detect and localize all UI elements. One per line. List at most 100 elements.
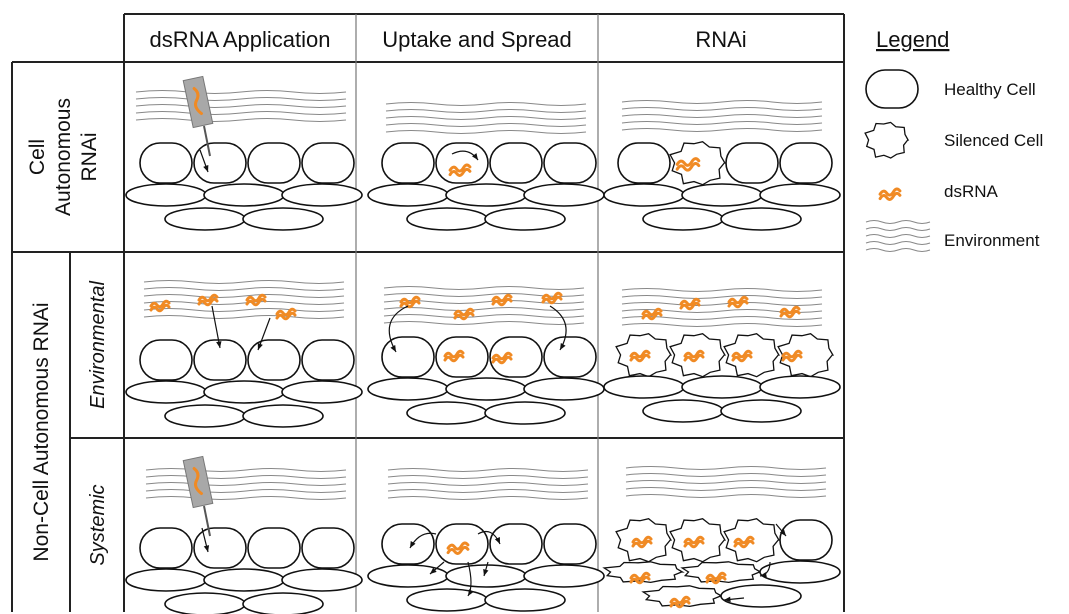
environment-line (625, 487, 827, 491)
legend-label-healthy-cell: Healthy Cell (944, 80, 1036, 99)
dsrna-molecule (399, 295, 421, 309)
tissue-cell (367, 377, 449, 401)
dsrna-strand (631, 535, 653, 545)
healthy-cell-icon (865, 69, 919, 109)
dsrna-strand (453, 311, 475, 321)
tissue-cell (642, 207, 724, 231)
arrow (388, 305, 409, 353)
arrow (257, 317, 271, 351)
tissue-cell (203, 183, 285, 207)
healthy-cell (435, 142, 489, 184)
dsrna-molecule (731, 349, 753, 363)
silenced-cell (723, 332, 781, 378)
arrow-head (203, 165, 209, 172)
dsrna-molecule (491, 351, 513, 365)
dsrna-strand (631, 539, 653, 549)
panel-environmental-application (125, 280, 363, 428)
tissue-cell (759, 183, 841, 207)
dsrna-strand (731, 349, 753, 359)
arrow (723, 596, 745, 603)
arrow-head (468, 589, 474, 596)
environment-lines (385, 102, 587, 134)
dsrna-molecule (679, 297, 701, 311)
tissue-cell (484, 207, 566, 231)
dsrna-strand (727, 295, 749, 305)
healthy-cell (779, 142, 833, 184)
environment-line (621, 114, 823, 118)
arrow-head (494, 537, 500, 544)
arrow (775, 523, 787, 537)
dsrna-strand (491, 293, 513, 303)
tissue-cell (203, 568, 285, 592)
dsrna-molecule (781, 349, 803, 363)
dsrna-molecule (245, 293, 267, 307)
legend-label-environment: Environment (944, 231, 1040, 250)
dsrna-strand (275, 307, 297, 317)
column-header-dsrna-application: dsRNA Application (150, 27, 331, 52)
arrow (451, 150, 479, 161)
healthy-cell (381, 523, 435, 565)
tissue-cell (367, 183, 449, 207)
environment-lines (625, 466, 827, 498)
dsrna-strand (641, 307, 663, 317)
healthy-cell (247, 527, 301, 569)
healthy-cell (381, 336, 435, 378)
environment-line (625, 494, 827, 498)
arrow-head (430, 567, 437, 574)
arrow-path (211, 305, 221, 349)
environment-line (621, 100, 823, 104)
healthy-cell (247, 142, 301, 184)
dsrna-strand (448, 167, 472, 177)
tissue-cell (406, 207, 488, 231)
arrow-head (560, 343, 566, 350)
row-label-non-cell-autonomous: Non-Cell Autonomous RNAi (30, 302, 53, 561)
dsrna-strand (448, 163, 472, 173)
environment-line (387, 468, 589, 472)
arrow (429, 561, 445, 575)
table-grid (11, 13, 845, 612)
dsrna-molecule (629, 349, 651, 363)
tissue-cell (523, 377, 605, 401)
dsrna-molecule (631, 535, 653, 549)
panel-environmental-uptake (367, 286, 605, 425)
dsrna-molecule (733, 535, 755, 549)
tissue-cell (759, 560, 841, 584)
dsrna-molecule (197, 293, 219, 307)
tissue-cell (523, 564, 605, 588)
environment-line (135, 111, 347, 115)
dsrna-strand (446, 545, 470, 555)
environment-line (383, 314, 585, 318)
environment-line (145, 489, 347, 493)
environment-line (143, 280, 345, 284)
legend: Legend Healthy Cell Silenced Cell dsRNA … (864, 27, 1043, 252)
panel-systemic-uptake (367, 468, 605, 612)
environment-lines (143, 280, 345, 319)
environment-line (621, 302, 823, 306)
dsrna-strand (443, 353, 465, 363)
environment-line (145, 482, 347, 486)
dsrna-strand (781, 353, 803, 363)
arrow (477, 531, 501, 545)
environment-line (385, 116, 587, 120)
environment-line (621, 107, 823, 111)
arrow-head (483, 569, 489, 576)
silenced-cell-icon (864, 121, 910, 159)
arrow (199, 149, 209, 173)
environment-line (143, 301, 345, 305)
tissue-cell (242, 207, 324, 231)
environment-line (865, 241, 931, 245)
healthy-cell (301, 339, 355, 381)
environment-line (387, 482, 589, 486)
syringe-needle (203, 505, 211, 537)
environment-line (135, 118, 347, 122)
arrow-head (472, 153, 478, 160)
environment-line (865, 227, 931, 231)
tissue-cell (203, 380, 285, 404)
dsrna-strand (669, 599, 691, 609)
dsrna-molecule (641, 307, 663, 321)
healthy-cell (139, 339, 193, 381)
healthy-cell (139, 527, 193, 569)
dsrna-strand (629, 571, 651, 581)
tissue-cell (125, 183, 207, 207)
